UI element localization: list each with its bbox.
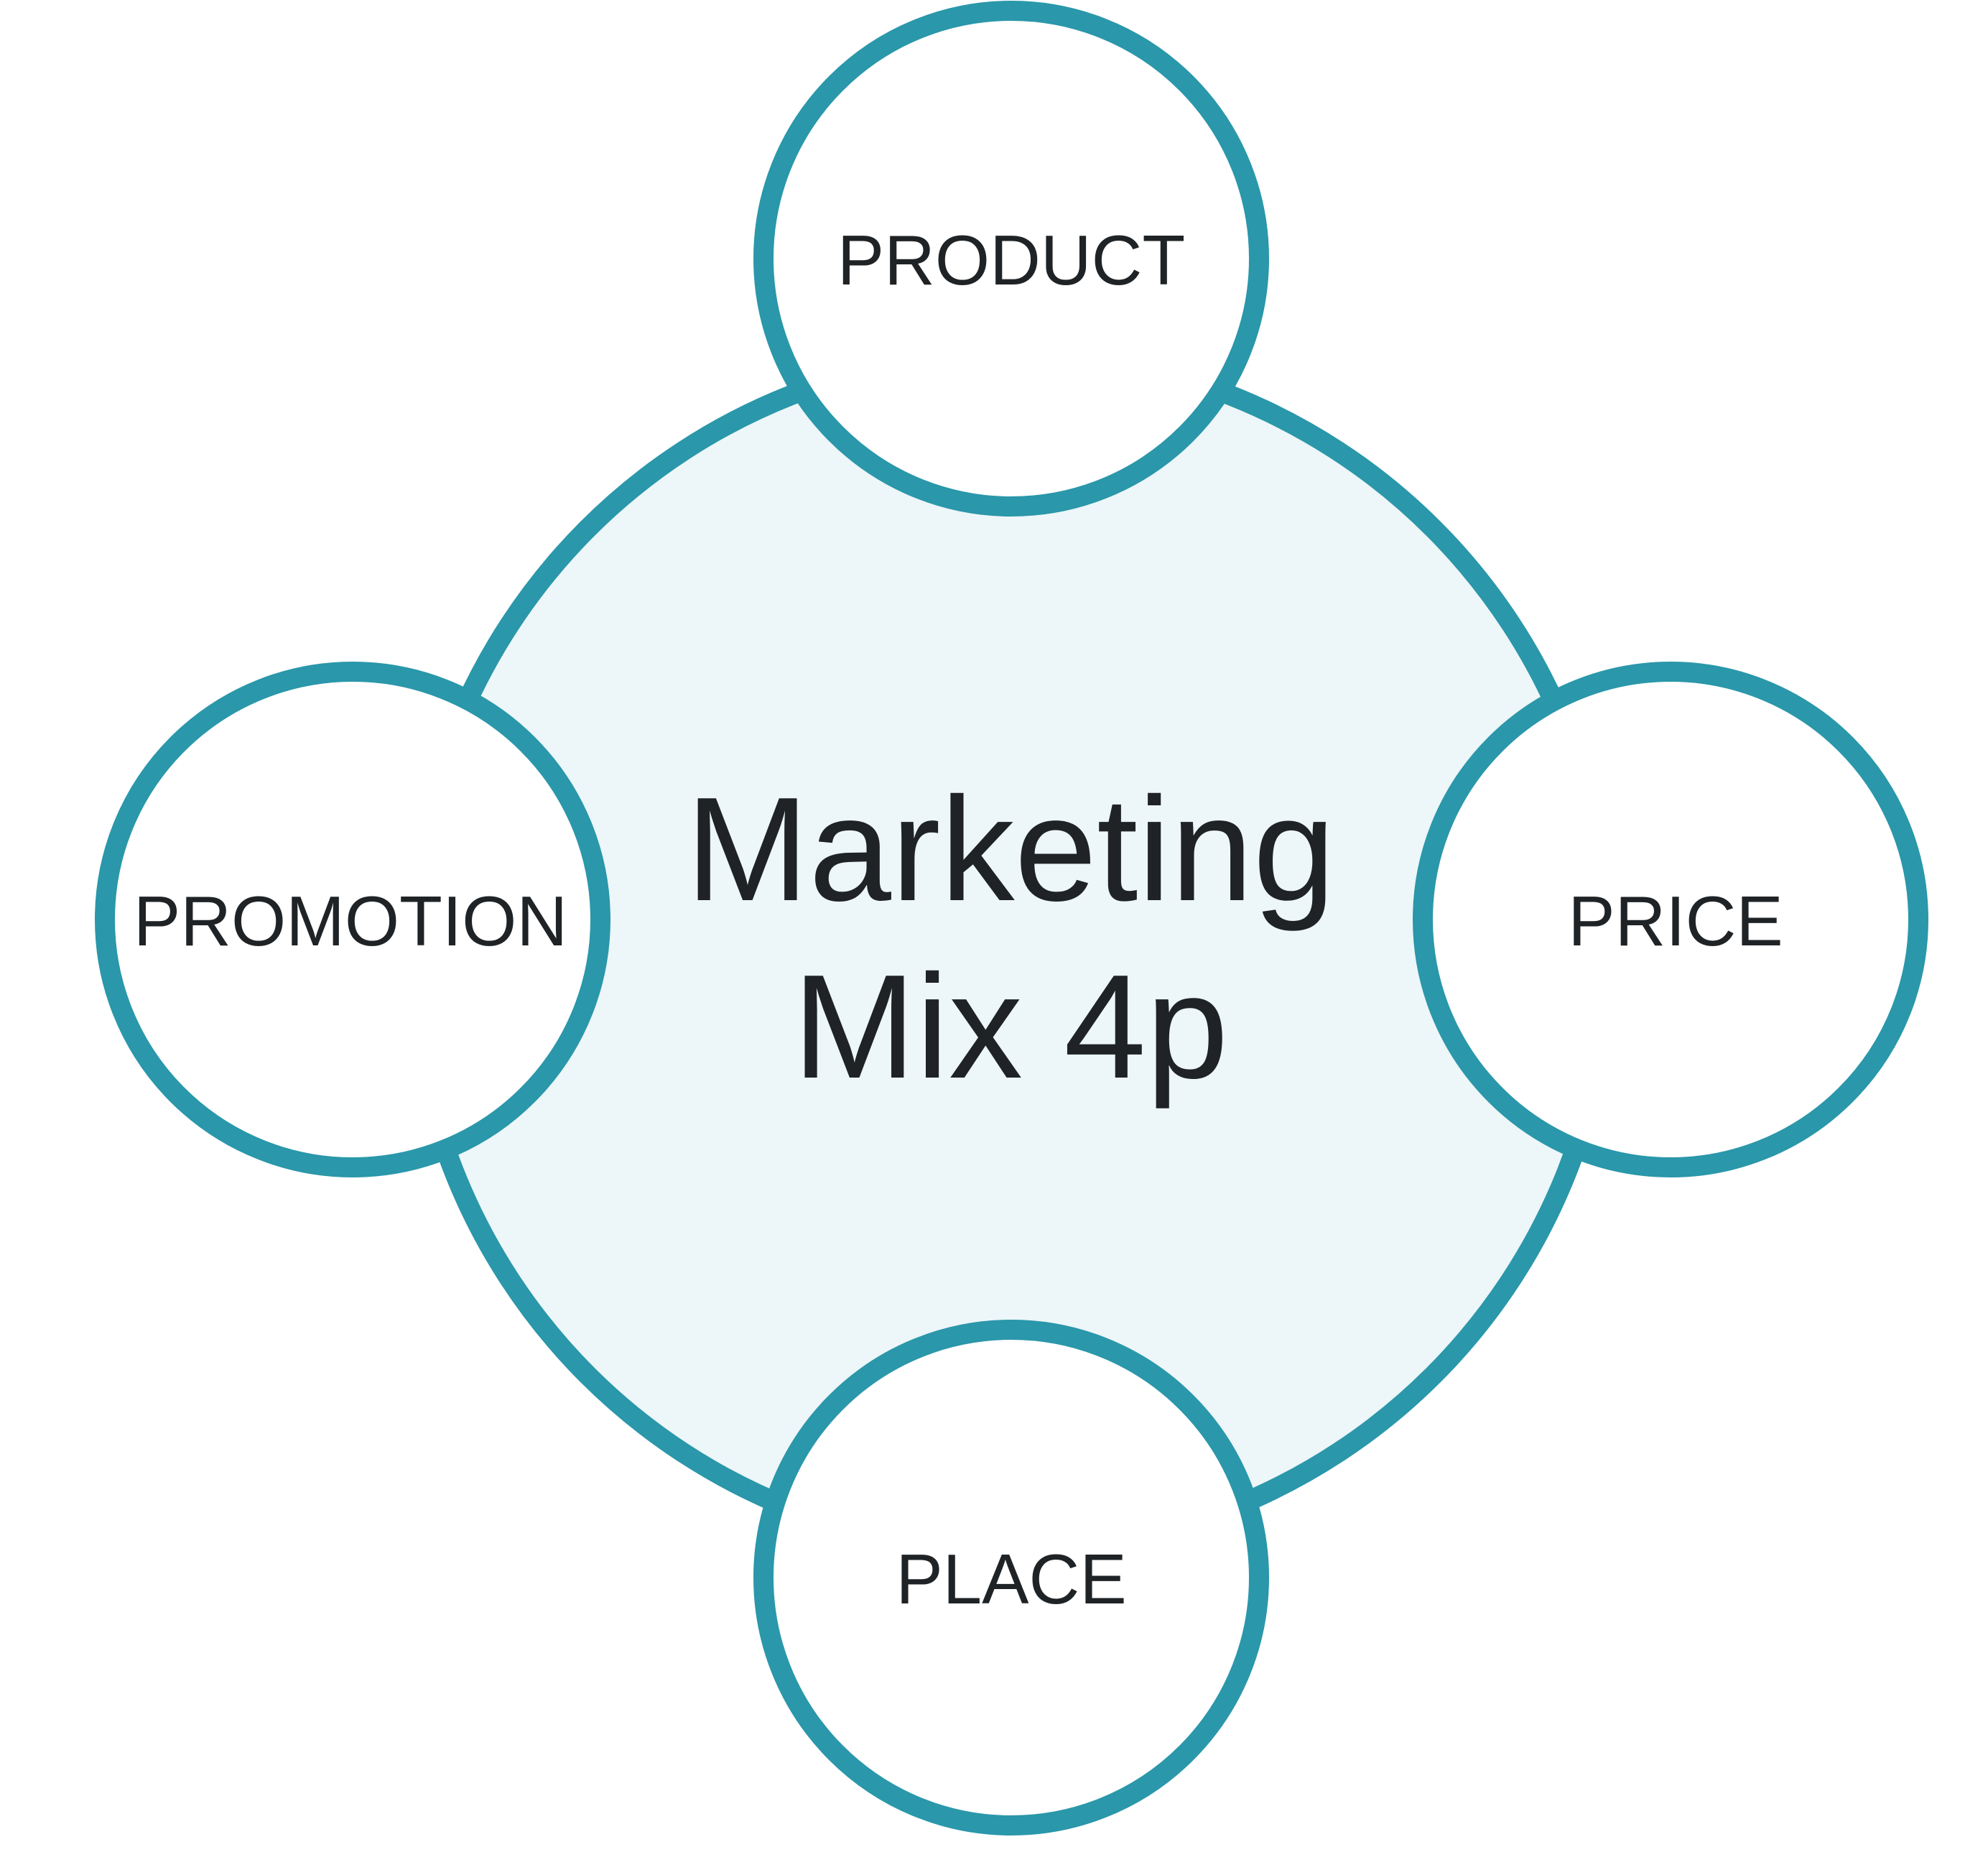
- node-promotion-circle: [95, 662, 610, 1177]
- node-price-circle: [1413, 662, 1928, 1177]
- node-place-circle: [753, 1320, 1269, 1835]
- node-promotion-label: PROMOTION: [134, 881, 567, 960]
- node-place-label: PLACE: [896, 1540, 1126, 1619]
- center-title-line2: Mix 4p: [793, 944, 1229, 1109]
- node-promotion: PROMOTION: [95, 662, 610, 1177]
- node-product-circle: [753, 1, 1269, 517]
- node-product-label: PRODUCT: [837, 221, 1186, 300]
- node-place: PLACE: [753, 1320, 1269, 1835]
- center-title-line1: Marketing: [686, 767, 1335, 932]
- node-price: PRICE: [1413, 662, 1928, 1177]
- node-price-label: PRICE: [1568, 881, 1783, 960]
- node-product: PRODUCT: [753, 1, 1269, 517]
